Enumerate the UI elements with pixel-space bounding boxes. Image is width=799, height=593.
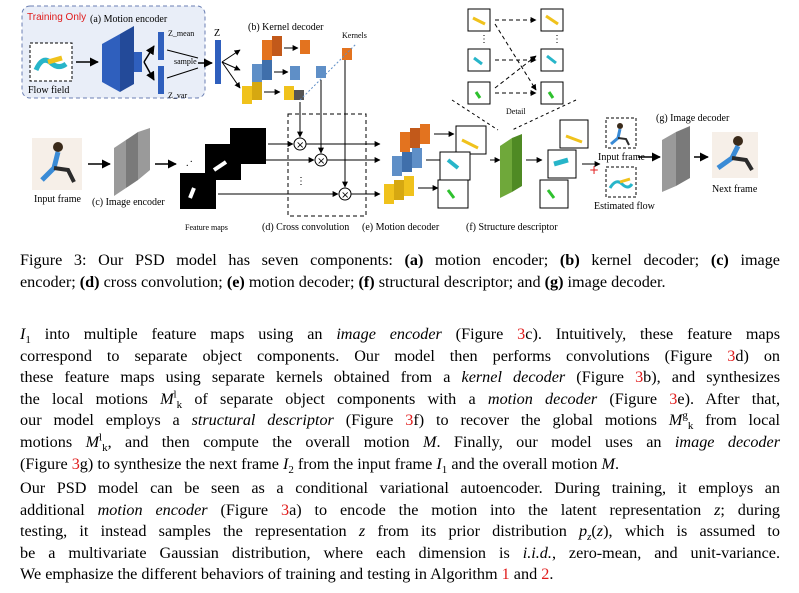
figure-ref-link[interactable]: 3 xyxy=(280,500,290,519)
p1-line-7: (Figure 3g) to synthesize the next frame… xyxy=(20,454,619,476)
p2-line-2: additional motion encoder (Figure 3a) to… xyxy=(20,500,781,519)
caption-b-text: kernel decoder; xyxy=(579,251,711,269)
z-vector xyxy=(215,40,221,84)
caption-g: (g) xyxy=(544,272,564,291)
p2-line-4: be a multivariate Gaussian distribution,… xyxy=(20,543,780,562)
svg-text:×: × xyxy=(317,156,325,167)
svg-text:⋮: ⋮ xyxy=(552,34,562,45)
paragraph-2: Our PSD model can be seen as a condition… xyxy=(20,478,780,586)
kernels-label: Kernels xyxy=(342,31,367,40)
flow-field-label: Flow field xyxy=(28,85,69,96)
next-frame-label: Next frame xyxy=(712,184,758,195)
caption-line-1: Figure 3: Our PSD model has seven compon… xyxy=(20,250,780,272)
caption-f-text: structural descriptor; and xyxy=(374,272,545,291)
caption-e-text: motion decoder; xyxy=(244,272,359,291)
structure-descriptor-block xyxy=(500,134,522,198)
figure-ref-link[interactable]: 3 xyxy=(71,454,80,473)
local-motion-frames xyxy=(437,125,501,209)
caption-c: (c) xyxy=(710,251,729,269)
figure-ref-link[interactable]: 3 xyxy=(727,346,736,365)
figure-caption: Figure 3: Our PSD model has seven compon… xyxy=(20,250,780,293)
z-label: Z xyxy=(214,28,220,39)
estimated-flow-label: Estimated flow xyxy=(594,201,656,212)
next-frame-image xyxy=(712,132,758,178)
figure-ref-link[interactable]: 3 xyxy=(405,411,414,430)
caption-f: (f) xyxy=(358,272,375,291)
image-decoder-label: (g) Image decoder xyxy=(656,113,730,124)
image-encoder-block xyxy=(114,128,150,196)
svg-text:×: × xyxy=(341,190,349,201)
kernel-decoder-label: (b) Kernel decoder xyxy=(248,22,324,33)
p1-line-6: motions Mlk, and then compute the overal… xyxy=(20,431,780,455)
cross-convolution-label: (d) Cross convolution xyxy=(262,222,349,233)
psd-model-figure: Training Only (a) Motion encoder Flow fi… xyxy=(21,5,758,233)
detail-label: Detail xyxy=(506,107,526,116)
input-frame-small-label: Input frame xyxy=(598,152,645,163)
motion-decoder-blocks xyxy=(384,124,455,204)
z-mean-label: Z_mean xyxy=(168,29,194,38)
input-frame-image xyxy=(32,138,82,190)
caption-d-text: cross convolution; xyxy=(99,272,227,291)
small-input-frame xyxy=(605,117,637,149)
sample-label: sample xyxy=(174,57,197,66)
cross-convolution: × × × ⋮ xyxy=(218,60,381,217)
caption-encoder: encoder; xyxy=(20,272,80,291)
caption-e: (e) xyxy=(226,272,245,291)
structure-descriptor-label: (f) Structure descriptor xyxy=(466,222,558,233)
input-frame-label: Input frame xyxy=(34,194,81,205)
svg-text:.: . xyxy=(190,154,193,165)
p1-line-3: these feature maps using separate kernel… xyxy=(20,368,780,387)
image-encoder-label: (c) Image encoder xyxy=(92,197,165,208)
p2-line-3: testing, it instead samples the represen… xyxy=(20,522,781,544)
p2-line-5: We emphasize the different behaviors of … xyxy=(20,565,554,584)
p1-line-1: I1 into multiple feature maps using an i… xyxy=(20,325,781,347)
figure-ref-link[interactable]: 3 xyxy=(669,389,678,408)
feature-maps-label: Feature maps xyxy=(185,223,228,232)
figure-ref-link[interactable]: 3 xyxy=(517,325,526,343)
algorithm-ref-link[interactable]: 1 xyxy=(501,565,510,584)
caption-g-text: image decoder. xyxy=(563,272,666,291)
kernel-decoder-blocks xyxy=(242,36,310,104)
z-var-label: Z_var xyxy=(168,91,187,100)
caption-c-text: image xyxy=(728,251,780,269)
kernels-group xyxy=(294,43,357,101)
p1-line-5: our model employs a structural descripto… xyxy=(20,409,781,433)
svg-text:⋮: ⋮ xyxy=(479,34,489,45)
estimated-flow-frame xyxy=(605,166,637,198)
svg-text:+: + xyxy=(589,163,599,177)
detail-box: ⋮ ⋮ Detail xyxy=(451,8,577,131)
svg-text:×: × xyxy=(296,140,304,151)
p2-line-1: Our PSD model can be seen as a condition… xyxy=(20,479,780,497)
global-motion-frames: + xyxy=(539,119,601,209)
p1-line-2: correspond to separate object components… xyxy=(20,346,781,365)
caption-a-text: motion encoder; xyxy=(423,251,560,269)
feature-maps: . . xyxy=(180,128,266,209)
caption-d: (d) xyxy=(79,272,100,291)
image-decoder-block xyxy=(662,126,690,192)
caption-line-2: encoder; (d) cross convolution; (e) moti… xyxy=(20,272,780,294)
paragraph-1: I1 into multiple feature maps using an i… xyxy=(20,324,780,475)
motion-decoder-label: (e) Motion decoder xyxy=(362,222,440,233)
training-only-box: Training Only (a) Motion encoder Flow fi… xyxy=(21,5,213,100)
caption-b: (b) xyxy=(559,251,580,269)
encoder-block xyxy=(102,34,120,92)
training-only-label: Training Only xyxy=(27,12,86,23)
motion-encoder-label: (a) Motion encoder xyxy=(90,14,168,25)
svg-text:.: . xyxy=(186,158,189,169)
caption-a: (a) xyxy=(404,251,424,269)
algorithm-ref-link[interactable]: 2 xyxy=(541,565,550,584)
p1-line-4: the local motions Mlk of separate object… xyxy=(20,388,781,412)
figure-ref-link[interactable]: 3 xyxy=(635,368,644,387)
svg-text:⋮: ⋮ xyxy=(296,176,306,187)
caption-prefix: Figure 3: Our PSD model has seven compon… xyxy=(20,251,405,269)
